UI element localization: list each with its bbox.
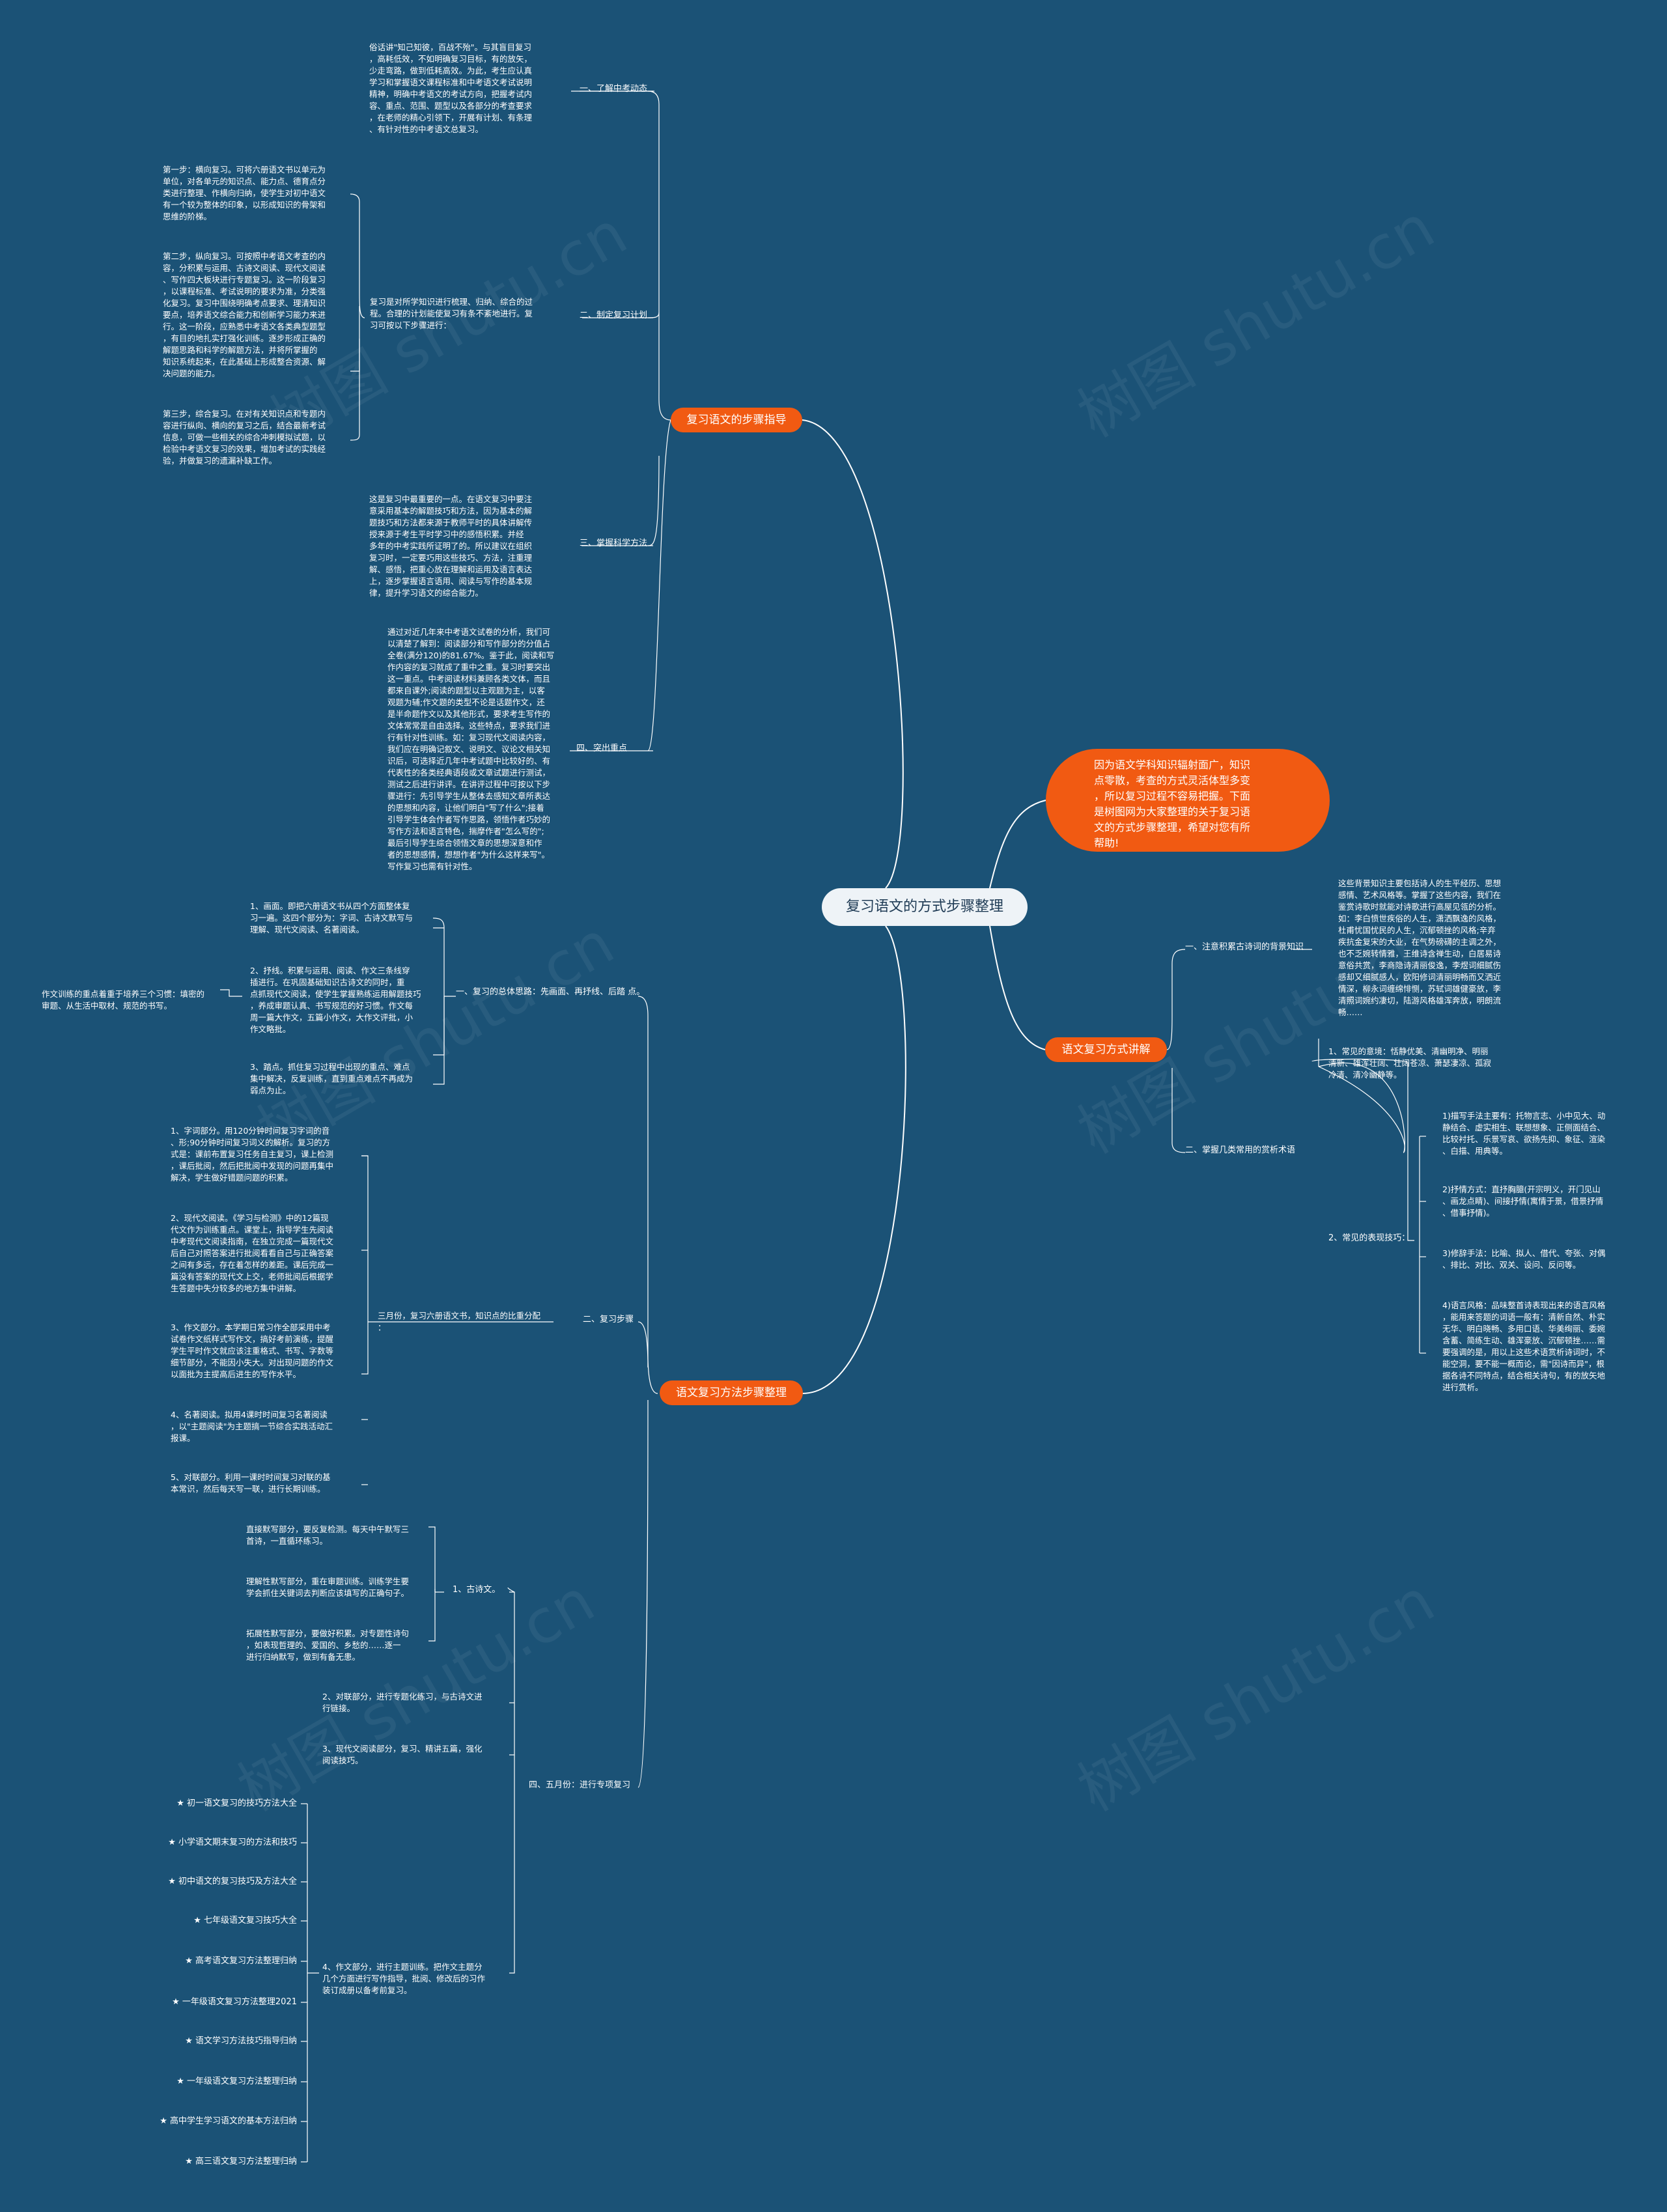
related-link[interactable]: ★ 高考语文复习方法整理归纳 [185, 1956, 297, 1966]
b3-s4-p3: 3、现代文阅读部分，复习、精讲五篇，强化 阅读技巧。 [322, 1744, 483, 1765]
b3-s2-sub-label[interactable]: 三月份，复习六册语文书，知识点的比重分配 ： [378, 1311, 541, 1332]
related-link[interactable]: ★ 高三语文复习方法整理归纳 [185, 2157, 297, 2166]
related-link[interactable]: ★ 初中语文的复习技巧及方法大全 [168, 1877, 297, 1886]
b3-s4-p1-label[interactable]: 1、古诗文。 [453, 1585, 501, 1595]
link-root-branch1 [802, 419, 904, 889]
b2-s2-tech-2: 2)抒情方式：直抒胸臆(开宗明义，开门见山 、画龙点睛)、间接抒情(寓情于景，借… [1442, 1184, 1604, 1218]
b1-s2-step-3: 第三步，综合复习。在对有关知识点和专题内 容进行纵向、横向的复习之后，结合最新考… [163, 409, 326, 466]
b3-s2-item-3: 3、作文部分。本学期日常习作全部采用中考 试卷作文纸样式写作文，搞好考前演练，提… [171, 1323, 334, 1379]
intro-node[interactable]: 因为语文学科知识辐射面广，知识 点零散，考查的方式灵活体型多变 ，所以复习过程不… [1046, 749, 1330, 852]
b1-s4-label[interactable]: 四、突出重点 [576, 744, 628, 753]
related-link[interactable]: ★ 一年级语文复习方法整理2021 [172, 1997, 297, 2007]
b2-s2-tech-3: 3)修辞手法：比喻、拟人、借代、夸张、对偶 、排比、对比、双关、设问、反问等。 [1442, 1248, 1606, 1270]
b3-s1-label[interactable]: 一、复习的总体思路：先画面、再抒线、后踏 点。 [456, 987, 645, 997]
b1-s1-label[interactable]: 一、了解中考动态 [580, 84, 648, 94]
b3-s4-p1-item-2: 理解性默写部分，重在审题训练。训练学生要 学会抓住关键词去判断应该填写的正确句子… [246, 1576, 410, 1598]
b1-s2-text: 复习是对所学知识进行梳理、归纳、综合的过 程。合理的计划能使复习有条不紊地进行。… [370, 297, 533, 330]
link-root-branch2 [989, 925, 1046, 1050]
related-link[interactable]: ★ 语文学习方法技巧指导归纳 [185, 2036, 297, 2046]
b2-s2-tech-4: 4)语言风格：品味整首诗表现出来的语言风格 ，能用来答题的词语一般有：清新自然、… [1442, 1300, 1606, 1392]
b3-s4-p1-item-3: 拓展性默写部分，要做好积累。对专题性诗句 ，如表现哲理的、爱国的、乡愁的……逐一… [246, 1629, 410, 1662]
related-link[interactable]: ★ 七年级语文复习技巧大全 [193, 1916, 297, 1925]
b3-s1-item-1: 1、画面。即把六册语文书从四个方面整体复 习一遍。这四个部分为：字词、古诗文默写… [250, 901, 413, 934]
b2-s2-tech-1: 1)描写手法主要有：托物言志、小中见大、动 静结合、虚实相生、联想想象、正侧面结… [1442, 1111, 1606, 1156]
b1-s4-text: 通过对近几年来中考语文试卷的分析，我们可 以清楚了解到：阅读部分和写作部分的分值… [387, 627, 555, 871]
b3-s2-item-2: 2、现代文阅读。《学习与检测》中的12篇现 代文作为训练重点。课堂上，指导学生先… [171, 1213, 334, 1293]
b3-s2-item-5: 5、对联部分。利用一课时时间复习对联的基 本常识，然后每天写一联，进行长期训练。 [171, 1472, 331, 1494]
b3-s4-p2: 2、对联部分，进行专题化练习，与古诗文进 行链接。 [322, 1692, 483, 1713]
branch-method-steps[interactable]: 语文复习方法步骤整理 [660, 1380, 803, 1405]
link-root-intro [989, 800, 1046, 889]
related-link[interactable]: ★ 一年级语文复习方法整理归纳 [176, 2077, 297, 2086]
link-root-branch3 [802, 925, 906, 1394]
b3-s2-item-4: 4、名著阅读。拟用4课时时间复习名著阅读 ，以"主题阅读"为主题搞一节综合实践活… [171, 1410, 333, 1443]
root-node[interactable]: 复习语文的方式步骤整理 [822, 888, 1028, 926]
b3-s4-p4-label[interactable]: 4、作文部分，进行主题训练。把作文主题分 几个方面进行写作指导，批阅、修改后的习… [322, 1962, 486, 1995]
b3-s1-note: 作文训练的重点着重于培养三个习惯：填密的 审题、从生活中取材、规范的书写。 [42, 989, 205, 1011]
b1-s2-step-2: 第二步，纵向复习。可按照中考语文考查的内 容，分积累与运用、古诗文阅读、现代文阅… [163, 251, 326, 378]
b2-s2-mood: 1、常见的意境：恬静优美、清幽明净、明丽 清新、雄浑壮阔、壮阔苍凉、萧瑟凄凉、孤… [1328, 1046, 1492, 1080]
b2-s1-text: 这些背景知识主要包括诗人的生平经历、思想 感情、艺术风格等。掌握了这些内容，我们… [1338, 878, 1502, 1017]
b2-s2-label[interactable]: 二、掌握几类常用的赏析术语 [1185, 1145, 1296, 1155]
b3-s1-item-3: 3、踏点。抓住复习过程中出现的重点、难点 集中解决，反复训练，直到重点难点不再成… [250, 1062, 413, 1095]
b3-s1-item-2: 2、抒线。积累与运用、阅读、作文三条线穿 插进行。在巩固基础知识古诗文的同时，重… [250, 966, 421, 1034]
b3-s4-label[interactable]: 四、五月份：进行专项复习 [529, 1780, 631, 1790]
b2-s1-label[interactable]: 一、注意积累古诗词的背景知识 [1185, 942, 1304, 952]
related-link[interactable]: ★ 高中学生学习语文的基本方法归纳 [160, 2116, 297, 2126]
b1-s1-text: 俗话讲"知己知彼，百战不殆"。与其盲目复习 ，高耗低效，不如明确复习目标，有的放… [369, 42, 533, 134]
branch-method-explain[interactable]: 语文复习方式讲解 [1045, 1037, 1167, 1062]
b3-s2-label[interactable]: 二、复习步骤 [583, 1315, 634, 1324]
b3-s4-p1-item-1: 直接默写部分，要反复检测。每天中午默写三 首诗，一直循环练习。 [246, 1524, 410, 1546]
b1-s2-label[interactable]: 二、制定复习计划 [580, 311, 648, 320]
b1-s3-label[interactable]: 三、掌握科学方法 [580, 539, 648, 548]
b1-s2-step-1: 第一步：横向复习。可将六册语文书以单元为 单位，对各单元的知识点、能力点、德育点… [163, 165, 326, 221]
b3-s2-item-1: 1、字词部分。用120分钟时间复习字词的音 、形;90分钟时间复习词义的解析。复… [171, 1126, 334, 1183]
related-link[interactable]: ★ 初一语文复习的技巧方法大全 [176, 1799, 297, 1808]
branch-steps-guide[interactable]: 复习语文的步骤指导 [671, 408, 802, 432]
b1-s3-text: 这是复习中最重要的一点。在语文复习中要注 意采用基本的解题技巧和方法，因为基本的… [369, 494, 533, 598]
b2-s2-tech-label[interactable]: 2、常见的表现技巧： [1328, 1233, 1410, 1243]
related-link[interactable]: ★ 小学语文期末复习的方法和技巧 [168, 1838, 297, 1847]
